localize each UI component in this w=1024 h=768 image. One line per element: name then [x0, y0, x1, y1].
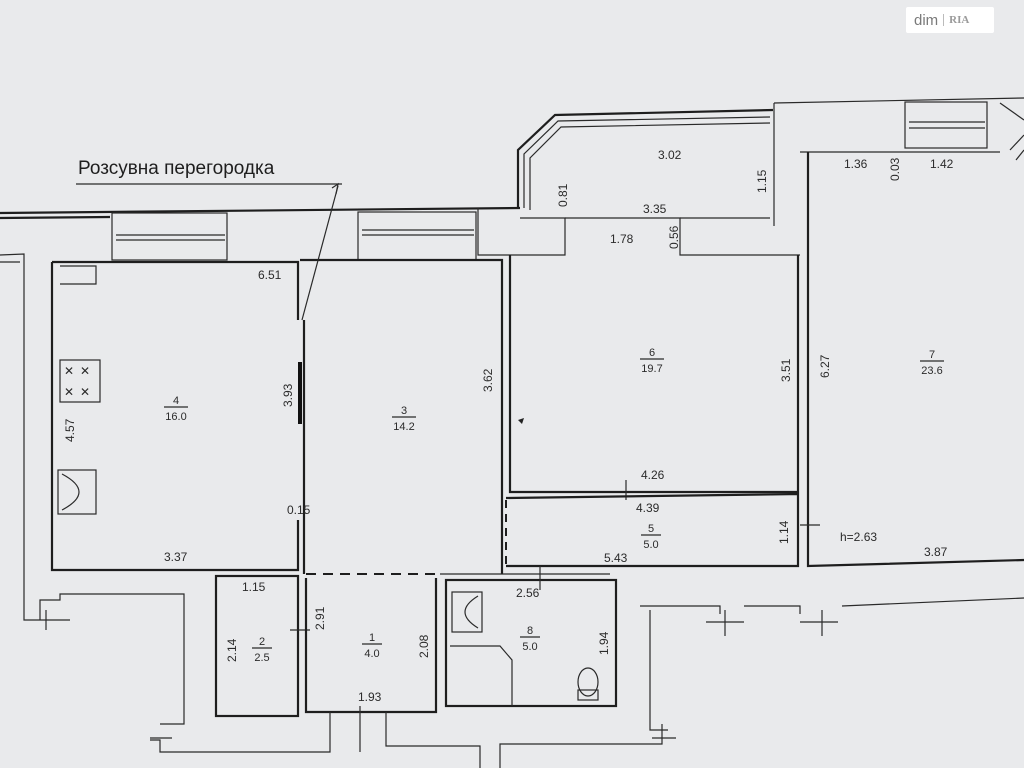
room-5-number: 5	[648, 523, 654, 535]
dim-1-15-b: 1.15	[242, 580, 266, 594]
dim-3-37: 3.37	[164, 550, 188, 564]
room-1-number: 1	[369, 632, 375, 644]
room-6-area: 19.7	[641, 363, 662, 375]
room-5-area: 5.0	[643, 539, 658, 551]
dim-1-93: 1.93	[358, 690, 382, 704]
dim-3-62: 3.62	[481, 368, 495, 392]
room-7-number: 7	[929, 349, 935, 361]
room-4: ✕ ✕ ✕ ✕	[50, 260, 300, 572]
lower-walls	[39, 593, 1024, 768]
watermark-text: dim	[914, 11, 939, 29]
room-6-number: 6	[649, 347, 655, 359]
dim-4-39: 4.39	[636, 501, 660, 515]
room-1-area: 4.0	[364, 648, 379, 660]
dim-0-56: 0.56	[667, 225, 681, 249]
dim-1-94: 1.94	[597, 631, 611, 655]
room-8-area: 5.0	[522, 641, 537, 653]
dim-1-42: 1.42	[930, 157, 954, 171]
dim-0-03: 0.03	[888, 157, 902, 181]
room-2-area: 2.5	[254, 652, 269, 664]
watermark: dim RIA	[906, 7, 994, 33]
dim-3-93: 3.93	[281, 383, 295, 407]
dim-4-57: 4.57	[63, 418, 77, 442]
dim-3-87: 3.87	[924, 545, 948, 559]
dim-6-51: 6.51	[258, 268, 282, 282]
room-4-area: 16.0	[165, 411, 186, 423]
room-8-number: 8	[527, 625, 533, 637]
dim-2-91: 2.91	[313, 606, 327, 630]
room-3	[298, 182, 504, 575]
dim-2-08: 2.08	[417, 634, 431, 658]
dimension-labels: 3.02 0.81 1.15 3.35 1.78 0.56 1.36 0.03 …	[63, 148, 954, 704]
dim-1-78: 1.78	[610, 232, 634, 246]
dim-0-15: 0.15	[287, 503, 311, 517]
dim-5-43: 5.43	[604, 551, 628, 565]
svg-text:✕: ✕	[64, 364, 74, 378]
dim-2-14: 2.14	[225, 638, 239, 662]
dim-1-15: 1.15	[755, 169, 769, 193]
room-2-number: 2	[259, 636, 265, 648]
room-3-number: 3	[401, 405, 407, 417]
windows	[111, 101, 988, 261]
dim-0-81: 0.81	[556, 183, 570, 207]
room-3-area: 14.2	[393, 421, 414, 433]
room-8	[444, 566, 618, 708]
dim-1-36: 1.36	[844, 157, 868, 171]
upper-wall-blocks	[477, 151, 1000, 256]
partition-label: Розсувна перегородка	[78, 158, 275, 179]
room-6	[508, 255, 800, 500]
room-1	[304, 578, 438, 714]
ceiling-height: h=2.63	[840, 530, 877, 544]
svg-text:✕: ✕	[80, 364, 90, 378]
room-7	[800, 152, 1024, 568]
svg-text:✕: ✕	[64, 385, 74, 399]
dim-1-14: 1.14	[777, 520, 791, 544]
room-5	[440, 492, 800, 575]
room-7-area: 23.6	[921, 365, 942, 377]
dim-3-02: 3.02	[658, 148, 682, 162]
dim-6-27: 6.27	[818, 354, 832, 378]
svg-text:✕: ✕	[80, 385, 90, 399]
dim-2-56: 2.56	[516, 586, 540, 600]
room-4-number: 4	[173, 395, 179, 407]
dim-4-26: 4.26	[641, 468, 665, 482]
outer-walls	[0, 97, 1024, 621]
room-labels: 4 16.0 3 14.2 6 19.7 7 23.6 5 5.0 2 2.5 …	[164, 347, 944, 664]
ria-logo: RIA	[943, 14, 969, 26]
dim-3-51: 3.51	[779, 358, 793, 382]
dim-3-35: 3.35	[643, 202, 667, 216]
